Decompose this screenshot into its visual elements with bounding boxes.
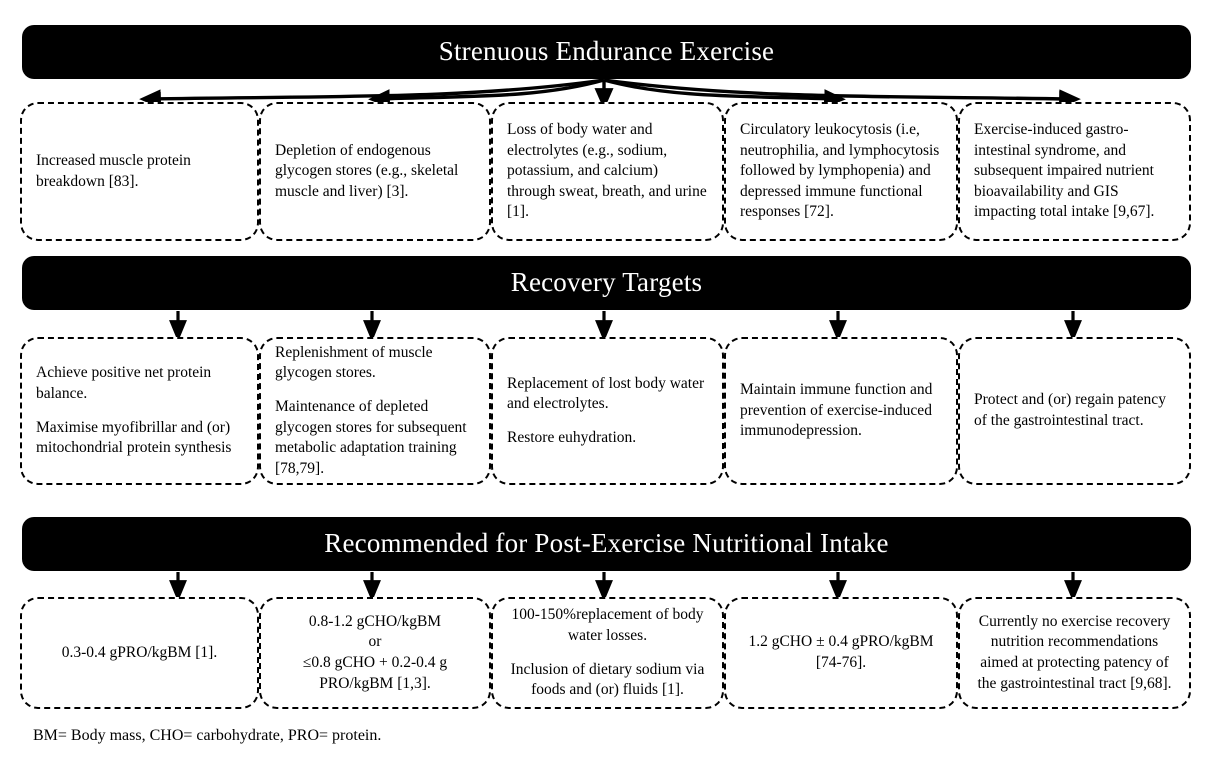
box-text: Circulatory leukocytosis (i.e, neutrophi… bbox=[740, 120, 940, 221]
box-text: Restore euhydration. bbox=[507, 428, 637, 446]
section-header-label: Recommended for Post-Exercise Nutritiona… bbox=[324, 528, 889, 559]
box-text: Maintenance of depleted glycogen stores … bbox=[275, 397, 467, 477]
box-fluid-intake: 100-150%replacement of body water losses… bbox=[491, 597, 724, 709]
box-gastrointestinal-syndrome: Exercise-induced gastro-intestinal syndr… bbox=[958, 102, 1191, 241]
box-immune-intake: 1.2 gCHO ± 0.4 gPRO/kgBM [74-76]. bbox=[724, 597, 958, 709]
box-text: Protect and (or) regain patency of the g… bbox=[974, 391, 1166, 429]
box-text: 0.3-0.4 gPRO/kgBM [1]. bbox=[61, 643, 218, 661]
box-circulatory-leukocytosis: Circulatory leukocytosis (i.e, neutrophi… bbox=[724, 102, 958, 241]
box-text: Replenishment of muscle glycogen stores. bbox=[275, 343, 433, 382]
box-text: Achieve positive net protein balance. bbox=[36, 364, 212, 402]
box-text: Depletion of endogenous glycogen stores … bbox=[275, 141, 459, 200]
connector-arrows-section-3 bbox=[169, 572, 1082, 602]
section-header-post-exercise-nutritional-intake: Recommended for Post-Exercise Nutritiona… bbox=[22, 517, 1191, 571]
section-1-box-row: Increased muscle protein breakdown [83].… bbox=[20, 102, 1191, 241]
box-text: Increased muscle protein breakdown [83]. bbox=[36, 151, 191, 190]
box-protein-intake: 0.3-0.4 gPRO/kgBM [1]. bbox=[20, 597, 259, 709]
connector-curve-1 bbox=[139, 78, 605, 109]
box-net-protein-balance: Achieve positive net protein balance. Ma… bbox=[20, 337, 259, 485]
box-gut-patency: Protect and (or) regain patency of the g… bbox=[958, 337, 1191, 485]
box-rehydration: Replacement of lost body water and elect… bbox=[491, 337, 724, 485]
connector-curve-4 bbox=[603, 78, 846, 109]
box-text: Exercise-induced gastro-intestinal syndr… bbox=[974, 120, 1155, 221]
box-protein-breakdown: Increased muscle protein breakdown [83]. bbox=[20, 102, 259, 241]
box-text: Currently no exercise recovery nutrition… bbox=[977, 612, 1172, 692]
connector-arrows-section-2 bbox=[169, 311, 1082, 342]
box-text: 0.8-1.2 gCHO/kgBM or ≤0.8 gCHO + 0.2-0.4… bbox=[302, 612, 448, 692]
box-text: 1.2 gCHO ± 0.4 gPRO/kgBM [74-76]. bbox=[748, 633, 934, 671]
section-header-recovery-targets: Recovery Targets bbox=[22, 256, 1191, 310]
box-glycogen-depletion: Depletion of endogenous glycogen stores … bbox=[259, 102, 491, 241]
box-carbohydrate-intake: 0.8-1.2 gCHO/kgBM or ≤0.8 gCHO + 0.2-0.4… bbox=[259, 597, 491, 709]
box-immune-function: Maintain immune function and prevention … bbox=[724, 337, 958, 485]
section-header-label: Strenuous Endurance Exercise bbox=[438, 36, 775, 67]
section-header-label: Recovery Targets bbox=[510, 267, 703, 298]
box-text: 100-150%replacement of body water losses… bbox=[511, 606, 704, 644]
box-text: Loss of body water and electrolytes (e.g… bbox=[507, 120, 707, 221]
box-text: Maximise myofibrillar and (or) mitochond… bbox=[36, 418, 232, 457]
section-2-box-row: Achieve positive net protein balance. Ma… bbox=[20, 337, 1191, 485]
box-text: Maintain immune function and prevention … bbox=[740, 381, 933, 440]
section-3-box-row: 0.3-0.4 gPRO/kgBM [1]. 0.8-1.2 gCHO/kgBM… bbox=[20, 597, 1191, 709]
box-gut-intake: Currently no exercise recovery nutrition… bbox=[958, 597, 1191, 709]
connector-fan-section-1 bbox=[139, 78, 1081, 110]
figure-footnote: BM= Body mass, CHO= carbohydrate, PRO= p… bbox=[33, 727, 382, 744]
connector-curve-2 bbox=[368, 78, 605, 109]
section-header-strenuous-endurance-exercise: Strenuous Endurance Exercise bbox=[22, 25, 1191, 79]
box-text: Replacement of lost body water and elect… bbox=[507, 374, 705, 413]
box-text: Inclusion of dietary sodium via foods an… bbox=[510, 660, 705, 699]
box-water-electrolyte-loss: Loss of body water and electrolytes (e.g… bbox=[491, 102, 724, 241]
box-glycogen-replenishment: Replenishment of muscle glycogen stores.… bbox=[259, 337, 491, 485]
connector-curve-5 bbox=[603, 78, 1081, 109]
